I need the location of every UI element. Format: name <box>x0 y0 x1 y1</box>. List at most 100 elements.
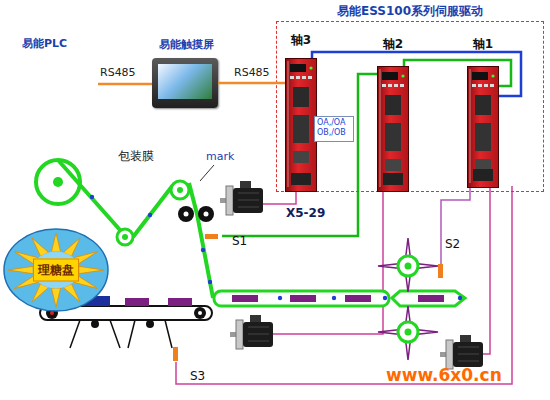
cutter-hub <box>405 329 412 336</box>
connector-port <box>385 123 401 151</box>
bus-wire <box>218 82 285 85</box>
guide-roller-hub <box>122 234 128 240</box>
guide-roller <box>171 181 189 199</box>
motor-cable <box>263 190 296 204</box>
plate-name: 理糖盘 <box>33 259 79 282</box>
heading-block: 易能触摸屏 <box>136 38 236 52</box>
pin-name: X5-29 <box>286 207 325 221</box>
heading-block: 轴1 <box>456 36 510 52</box>
device-name: 易能PLC <box>22 38 67 51</box>
heading-block: 轴3 <box>274 32 328 48</box>
plate-ray <box>51 288 60 307</box>
heading-block: 易能ESS100系列伺服驱动 <box>276 3 544 19</box>
servo-drive-group: 易能ESS100系列伺服驱动轴3OA,/OA OB,/OB轴2轴1 <box>276 3 544 192</box>
key-button <box>290 76 294 79</box>
watermark: www.6x0.cn <box>386 366 502 386</box>
device-name: 易能触摸屏 <box>136 38 236 52</box>
conveyor-leg <box>70 320 172 348</box>
touchscreen: 易能触摸屏 <box>148 38 224 112</box>
servo-motor <box>440 335 483 369</box>
plate-center <box>33 252 80 289</box>
group-title: 易能ESS100系列伺服驱动 <box>276 3 544 19</box>
connector-port <box>293 87 309 107</box>
motor-cable <box>273 190 383 334</box>
candy-block <box>168 298 192 306</box>
mark-dot <box>90 195 94 199</box>
drive-details <box>286 59 316 191</box>
sensor-name: S2 <box>445 238 460 252</box>
connector-port <box>475 123 491 151</box>
plate-ray <box>8 266 33 273</box>
servo-drive: 轴2 <box>372 36 414 192</box>
axis-name: 轴1 <box>456 36 510 52</box>
mark-dot <box>201 248 205 252</box>
status-led <box>401 74 404 77</box>
drive-display <box>472 72 488 80</box>
key-button <box>472 84 476 87</box>
cut-package <box>392 291 465 306</box>
photo-sensor <box>173 347 178 361</box>
key-button <box>400 84 404 87</box>
feed-roller-hub <box>204 212 209 217</box>
servo-drive: 轴3OA,/OA OB,/OB <box>280 32 322 192</box>
connector-port <box>385 159 401 171</box>
mark-dot <box>208 280 212 284</box>
plate-ray <box>79 266 104 273</box>
guide-roller-hub <box>177 187 183 193</box>
key-button <box>296 76 300 79</box>
guide-roller <box>117 229 133 245</box>
sensor-name: S1 <box>232 235 247 249</box>
part-name: 包装膜 <box>118 150 154 164</box>
drive-housing <box>377 66 409 192</box>
touchscreen-bezel <box>152 58 218 108</box>
heading-block: 轴2 <box>366 36 420 52</box>
sensor-name: S3 <box>190 370 205 384</box>
film-reel <box>36 160 80 204</box>
conveyor-roller <box>194 307 206 319</box>
axis-name: 轴2 <box>366 36 420 52</box>
rs485-wire <box>98 83 152 86</box>
film-tube <box>214 291 389 306</box>
cutter-blade <box>378 306 438 360</box>
key-button <box>388 84 392 87</box>
conveyor-roller <box>146 320 154 328</box>
drive-display <box>382 72 398 80</box>
status-led <box>491 74 494 77</box>
drive-housing <box>467 66 499 188</box>
encoder-wire <box>404 60 511 86</box>
cutter-roller <box>398 256 418 276</box>
film-reel-hub <box>53 177 63 187</box>
sensor-cable <box>441 186 470 264</box>
part-name: mark <box>206 151 234 164</box>
edge-label: RS485 <box>234 67 270 80</box>
status-led <box>309 66 312 69</box>
leader-line <box>200 165 214 181</box>
drive-display <box>290 64 306 72</box>
housing-highlight <box>287 61 289 187</box>
connector-port <box>385 95 401 115</box>
bus-name: RS485 <box>100 67 136 80</box>
motor-cable <box>483 186 490 354</box>
drive-housing <box>285 58 317 192</box>
candy-sorting-plate: 理糖盘 <box>3 228 109 312</box>
plate-disc <box>4 229 108 311</box>
candy-block <box>345 295 371 302</box>
photo-sensor <box>438 264 443 278</box>
drive-details <box>468 67 498 187</box>
key-button <box>490 84 494 87</box>
power-terminal <box>291 173 311 185</box>
signal-name: OA,/OA OB,/OB <box>317 118 351 138</box>
cutter-blade <box>378 238 438 292</box>
mark-dot <box>278 296 282 300</box>
power-terminal <box>473 169 493 181</box>
connector-port <box>475 95 491 115</box>
key-button <box>484 84 488 87</box>
servo-motor <box>230 315 273 349</box>
cutter-hub <box>405 263 412 270</box>
key-button <box>394 84 398 87</box>
candy-block <box>125 298 149 306</box>
